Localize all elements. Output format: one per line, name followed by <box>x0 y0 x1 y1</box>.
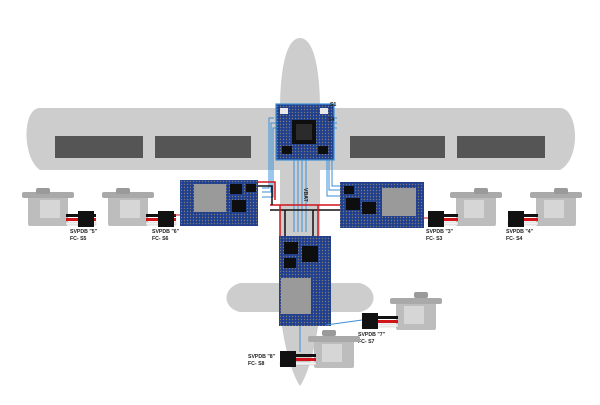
servo-s8-label-2: FC- S8 <box>248 361 265 367</box>
tail-pdb-board <box>279 236 331 326</box>
right-aileron <box>457 136 545 158</box>
servo-s6 <box>102 188 177 227</box>
control-surfaces <box>55 136 545 158</box>
left-pdb-board <box>180 180 258 226</box>
servo-s6-label-2: FC- S6 <box>152 236 169 242</box>
servo-s5-label-2: FC- S5 <box>70 236 87 242</box>
board-label-vbat: VBAT <box>302 188 308 203</box>
servo-s7-label-1: SVPDB "7" <box>358 332 386 338</box>
flight-controller-board <box>275 103 335 161</box>
servo-s3-label-2: FC- S3 <box>426 236 443 242</box>
servo-s6-label-1: SVPDB "6" <box>152 229 180 235</box>
right-pdb-board <box>340 182 424 228</box>
board-label-s1: S1 <box>330 102 336 108</box>
servo-s7-label-2: FC- S7 <box>358 339 375 345</box>
servo-s5 <box>22 188 97 227</box>
power-wires <box>257 181 342 240</box>
servo-s3 <box>427 188 502 227</box>
right-flap <box>350 136 445 158</box>
servo-s4-label-1: SVPDB "4" <box>506 229 534 235</box>
servo-leads <box>174 214 428 352</box>
servo-s4-label-2: FC- S4 <box>506 236 523 242</box>
servo-s4 <box>507 188 582 227</box>
left-flap <box>155 136 251 158</box>
servo-s8 <box>279 330 360 368</box>
servo-s7 <box>361 292 442 330</box>
servo-s5-label-1: SVPDB "5" <box>70 229 98 235</box>
board-label-s4: S4 <box>328 117 334 123</box>
servo-s3-label-1: SVPDB "3" <box>426 229 454 235</box>
servo-s8-label-1: SVPDB "8" <box>248 354 276 360</box>
left-aileron <box>55 136 143 158</box>
signal-wires <box>262 117 342 232</box>
